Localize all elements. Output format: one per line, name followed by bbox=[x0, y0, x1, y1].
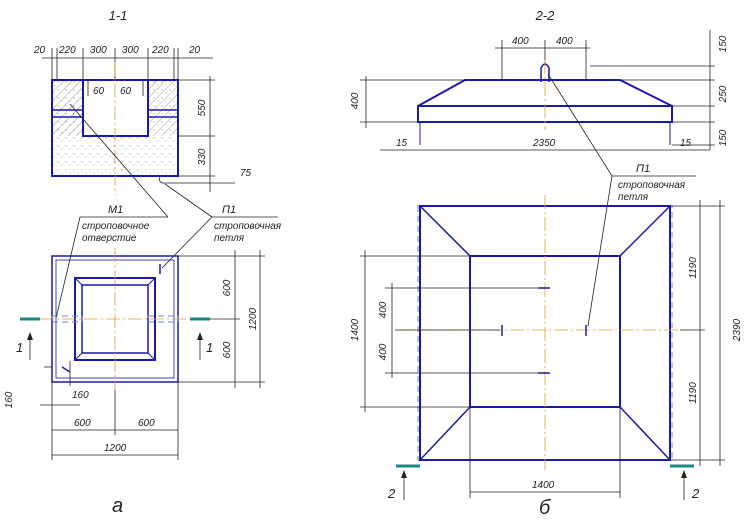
dim-300-right: 300 bbox=[122, 45, 139, 56]
left-dims-b: 400 bbox=[350, 76, 465, 128]
cut-1-right: 1 bbox=[206, 340, 213, 355]
dim-600-bottom: 600 bbox=[222, 341, 233, 358]
figure-label-b: б bbox=[539, 497, 551, 519]
dim-220-right: 220 bbox=[151, 45, 169, 56]
dim-60-right: 60 bbox=[120, 86, 132, 97]
dim-160-vertical: 160 bbox=[4, 391, 15, 408]
dim-15-right: 15 bbox=[680, 138, 692, 149]
callout-p1b: П1 bbox=[636, 163, 650, 175]
callout-p1: П1 bbox=[222, 204, 236, 216]
dim-400-lower: 400 bbox=[378, 343, 389, 360]
dim-400-left: 400 bbox=[350, 92, 361, 109]
plan-bottom-dims-b: 1400 bbox=[469, 407, 621, 498]
callout-p1b-desc-2: петля bbox=[618, 192, 649, 203]
callout-p1-desc-1: строповочная bbox=[214, 221, 282, 232]
view-b: 2-2 400 400 150 250 bbox=[350, 8, 743, 519]
callout-p1-desc-2: петля bbox=[214, 233, 245, 244]
dim-250: 250 bbox=[718, 85, 729, 103]
dim-20-left: 20 bbox=[33, 45, 46, 56]
dim-330: 330 bbox=[197, 148, 208, 165]
plan-view-a bbox=[40, 248, 190, 390]
section-title-1-1: 1-1 bbox=[109, 8, 128, 23]
callouts-a: М1 строповочное отверстие П1 строповочна… bbox=[55, 103, 282, 319]
dim-1400-bottom: 1400 bbox=[532, 480, 555, 491]
dim-600-right: 600 bbox=[138, 418, 155, 429]
dim-550: 550 bbox=[197, 99, 208, 116]
dim-300-left: 300 bbox=[90, 45, 107, 56]
right-dimension-chain-a: 550 330 75 bbox=[178, 76, 252, 192]
dim-2350: 2350 bbox=[532, 138, 556, 149]
dim-1200-vertical: 1200 bbox=[248, 307, 259, 330]
dim-75: 75 bbox=[240, 168, 252, 179]
dim-150-bottom: 150 bbox=[718, 129, 729, 146]
cut-2-left: 2 bbox=[387, 486, 396, 501]
right-dims-b: 150 250 150 bbox=[590, 30, 729, 150]
dim-2390: 2390 bbox=[732, 318, 743, 342]
section-title-2-2: 2-2 bbox=[535, 8, 556, 23]
plan-right-dims-b: 1190 1190 2390 bbox=[670, 200, 743, 466]
top-dimension-chain: 20 220 300 300 220 20 bbox=[33, 45, 213, 80]
dim-220-left: 220 bbox=[58, 45, 76, 56]
callout-m1-desc-2: отверстие bbox=[82, 233, 137, 244]
dim-15-left: 15 bbox=[396, 138, 408, 149]
bottom-dims-b: 15 2350 15 bbox=[380, 138, 710, 151]
dim-1200-horizontal: 1200 bbox=[104, 443, 127, 454]
dim-150-top: 150 bbox=[718, 35, 729, 52]
dim-400-upper: 400 bbox=[378, 301, 389, 318]
callout-m1: М1 bbox=[108, 204, 123, 216]
section-cut-2: 2 2 bbox=[387, 464, 700, 501]
plan-bottom-dims-a: 160 160 600 600 1200 bbox=[4, 382, 179, 460]
dim-400-top-left: 400 bbox=[512, 36, 529, 47]
plan-left-dims-b: 1400 400 400 bbox=[350, 250, 470, 412]
dim-60-left: 60 bbox=[93, 86, 105, 97]
callout-p1b-desc-1: строповочная bbox=[618, 180, 686, 191]
dim-1400-left: 1400 bbox=[350, 318, 361, 341]
dim-160-horizontal: 160 bbox=[72, 390, 89, 401]
dim-1190-upper: 1190 bbox=[688, 257, 699, 279]
dim-20-right: 20 bbox=[188, 45, 201, 56]
dim-600-left: 600 bbox=[74, 418, 91, 429]
dim-1190-lower: 1190 bbox=[688, 382, 699, 404]
figure-label-a: а bbox=[112, 495, 123, 517]
plan-view-b bbox=[385, 195, 690, 470]
callout-m1-desc-1: строповочное bbox=[82, 221, 150, 232]
section-1-1: 60 60 bbox=[51, 62, 235, 195]
callout-p1-b: П1 строповочная петля bbox=[547, 73, 696, 327]
dim-400-top-right: 400 bbox=[556, 36, 573, 47]
section-cut-1: 1 1 bbox=[16, 317, 213, 360]
top-dims-b: 400 400 bbox=[495, 36, 590, 80]
cut-1-left: 1 bbox=[16, 340, 23, 355]
plan-right-dims-a: 600 600 1200 bbox=[178, 250, 265, 388]
dim-600-top: 600 bbox=[222, 279, 233, 296]
section-2-2 bbox=[417, 60, 673, 145]
cut-2-right: 2 bbox=[691, 486, 700, 501]
view-a: 1-1 20 220 300 300 220 20 bbox=[4, 8, 282, 517]
